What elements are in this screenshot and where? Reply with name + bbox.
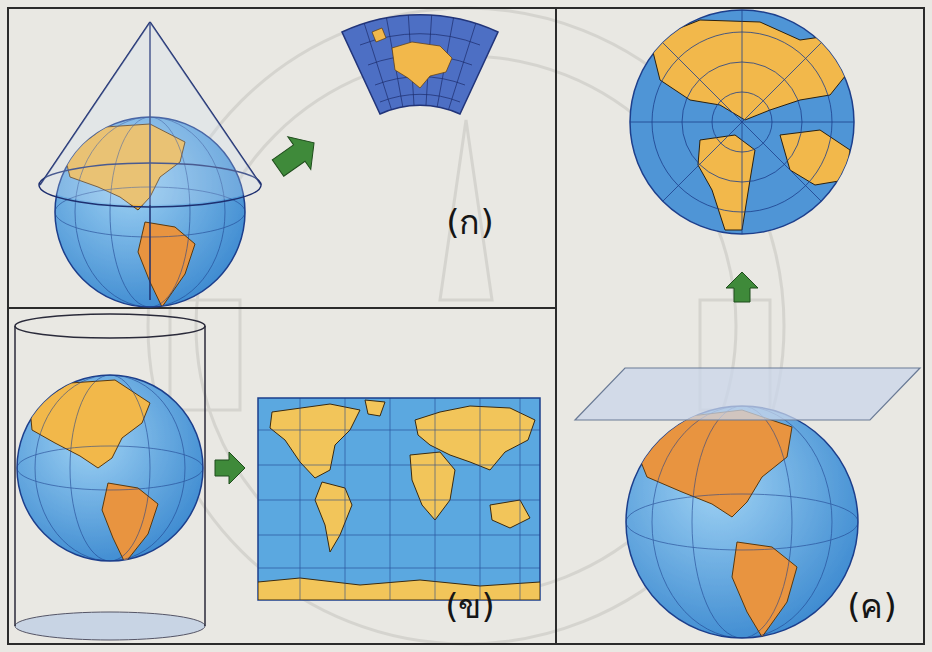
cylindrical-globe	[15, 314, 205, 640]
panel-label: (ข)	[445, 589, 495, 623]
green-arrow	[215, 452, 245, 484]
panel-label: (ก)	[446, 205, 494, 239]
conic-map	[342, 10, 498, 200]
green-arrow	[267, 126, 326, 184]
cylindrical-map	[258, 398, 540, 600]
panel-label: (ค)	[847, 589, 897, 623]
panel-frames	[8, 8, 924, 644]
conic-globe	[39, 22, 261, 307]
planar-map	[630, 10, 854, 234]
green-arrow	[726, 272, 758, 302]
planar-globe	[575, 368, 920, 638]
